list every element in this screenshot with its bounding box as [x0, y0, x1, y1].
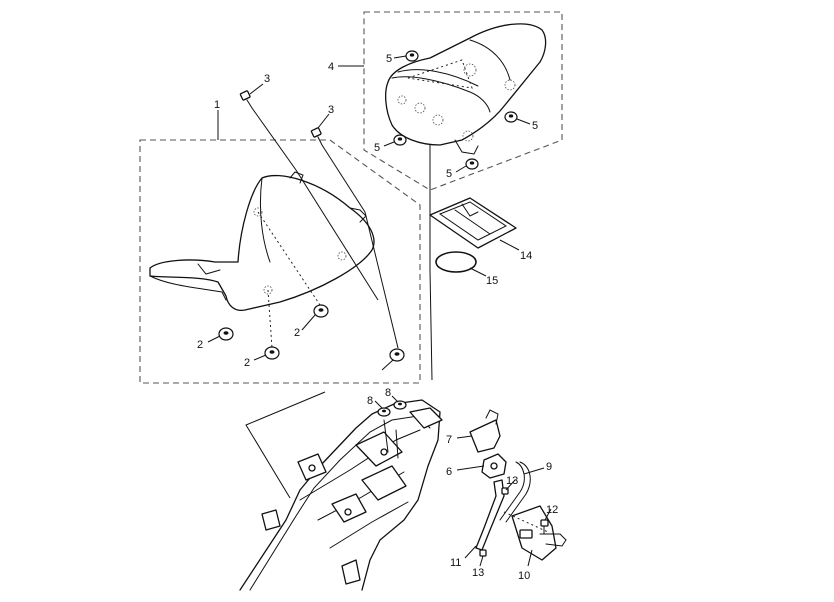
grommet-5d [465, 158, 479, 170]
alignment-line-bolt-b2 [364, 211, 399, 349]
seat-lock [481, 453, 507, 479]
callout-4: 4 [328, 61, 334, 73]
callout-5c: 5 [374, 142, 380, 154]
callout-3b: 3 [328, 104, 334, 116]
callout-2b: 2 [244, 357, 250, 369]
callout-9: 9 [546, 461, 552, 473]
grommet-5a [405, 50, 419, 62]
callout-2c: 2 [294, 327, 300, 339]
grommet-5b [504, 111, 518, 123]
seat-band [435, 251, 477, 273]
rear-frame [239, 399, 443, 591]
grommet-2a [218, 327, 234, 341]
callout-5b: 5 [532, 120, 538, 132]
callout-5d: 5 [446, 168, 452, 180]
callout-5a: 5 [386, 53, 392, 65]
callout-8b: 8 [385, 387, 391, 399]
rider-seat [149, 171, 375, 349]
callout-1: 1 [214, 99, 220, 111]
callout-6: 6 [446, 466, 452, 478]
passenger-seat-assembly-box [363, 11, 563, 191]
nut-8b [393, 400, 407, 410]
callout-7: 7 [446, 434, 452, 446]
lock-cable [499, 461, 531, 523]
callout-12: 12 [546, 504, 558, 516]
screw-12 [540, 519, 549, 535]
passenger-seat [385, 23, 547, 155]
rider-seat-assembly-box [139, 139, 421, 384]
grommet-5c [393, 134, 407, 146]
callout-13b: 13 [472, 567, 484, 579]
lock-bracket [469, 409, 501, 453]
seat-to-frame-line-a [245, 391, 326, 499]
nut-8a [377, 407, 391, 417]
callout-13a: 13 [506, 475, 518, 487]
leader-lines [207, 55, 552, 567]
lock-dashed-line [503, 511, 549, 533]
alignment-line-bolt-a [251, 107, 297, 171]
callout-2a: 2 [197, 339, 203, 351]
bolt-3a [239, 90, 253, 109]
lock-bracket-arm [475, 479, 505, 551]
callout-15: 15 [486, 275, 498, 287]
alignment-line-bolt-b [321, 144, 366, 213]
bolt-3b [310, 127, 323, 146]
grommet-2d [389, 348, 405, 362]
callout-3a: 3 [264, 73, 270, 85]
grommet-2c [313, 304, 329, 318]
alignment-line-bolt-a2 [295, 169, 379, 301]
seat-to-frame-line-b [429, 145, 433, 381]
storage-tray [429, 197, 517, 249]
grommet-2b [264, 346, 280, 360]
callout-14: 14 [520, 250, 532, 262]
callout-8a: 8 [367, 395, 373, 407]
callout-10: 10 [518, 570, 530, 582]
callout-11: 11 [450, 557, 461, 569]
screw-13b [479, 549, 487, 557]
